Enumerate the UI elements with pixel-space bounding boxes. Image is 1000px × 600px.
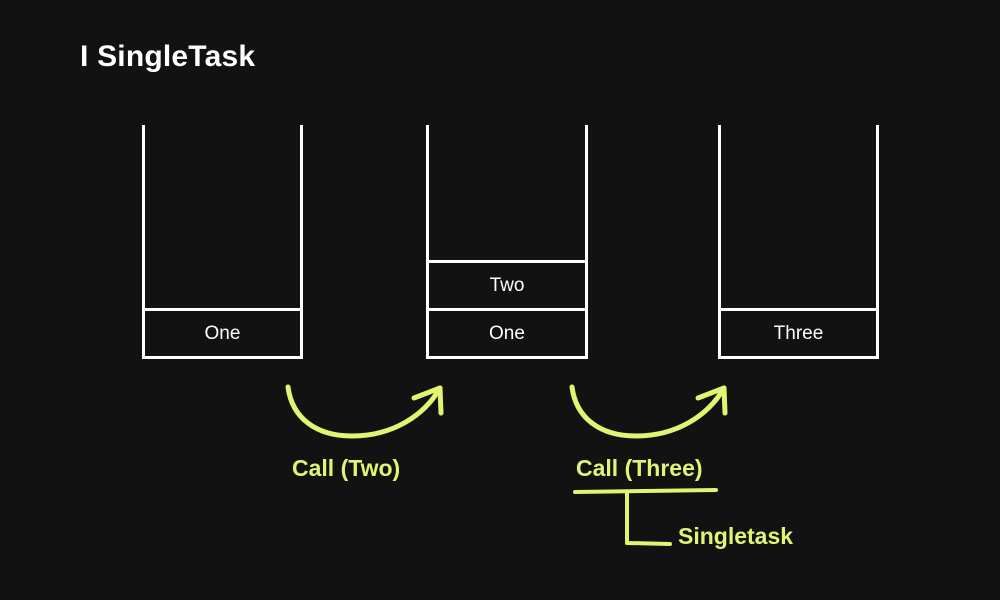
stack-floor: [718, 356, 879, 359]
stack-left-wall: [142, 125, 145, 359]
stack-right-wall: [585, 125, 588, 359]
page-title: I SingleTask: [80, 40, 256, 73]
arrow-label-call-two: Call (Two): [292, 455, 401, 481]
stack-cell: Two: [426, 260, 588, 308]
stack-left-wall: [426, 125, 429, 359]
task-stack-three: Three: [718, 125, 879, 359]
task-stack-one: One: [142, 125, 303, 359]
stack-left-wall: [718, 125, 721, 359]
stack-right-wall: [300, 125, 303, 359]
stack-cell: One: [142, 308, 303, 356]
stack-cell: Three: [718, 308, 879, 356]
arrow-label-call-three: Call (Three): [576, 455, 703, 481]
stack-floor: [142, 356, 303, 359]
stack-cells: One: [142, 308, 303, 356]
curved-arrow-icon: [569, 384, 728, 439]
curved-arrow-icon: [285, 384, 444, 439]
callout-label-singletask: Singletask: [678, 523, 794, 549]
stack-floor: [426, 356, 588, 359]
stack-cell: One: [426, 308, 588, 356]
stack-cells: Three: [718, 308, 879, 356]
stack-cells: One Two: [426, 260, 588, 356]
task-stack-two: One Two: [426, 125, 588, 359]
stack-right-wall: [876, 125, 879, 359]
